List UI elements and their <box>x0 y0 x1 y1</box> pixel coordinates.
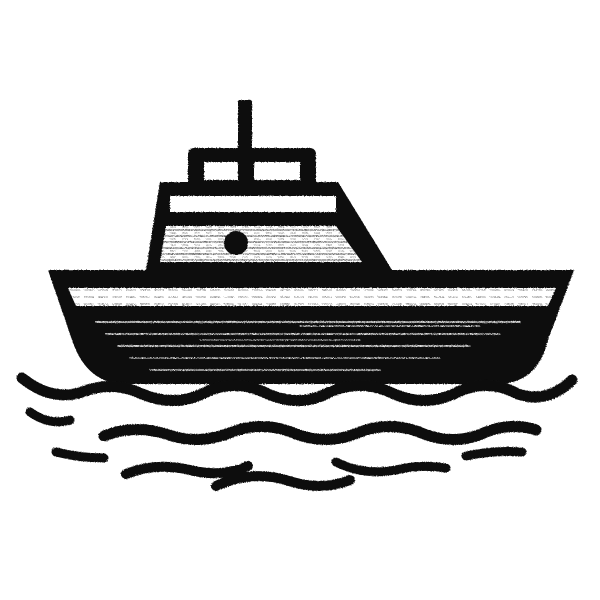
boat-icon <box>48 100 574 384</box>
hull-planking <box>95 321 521 371</box>
wave-line-5 <box>121 461 253 479</box>
porthole-icon <box>224 231 248 255</box>
wave-line-2 <box>25 407 75 427</box>
wave-line-3 <box>98 420 542 446</box>
wave-line-7 <box>331 457 451 477</box>
hull <box>48 270 574 384</box>
wave-line-8 <box>461 447 527 461</box>
wave-line-4 <box>51 447 109 463</box>
wave-line-1 <box>16 372 578 407</box>
waves <box>16 372 578 491</box>
wave-line-6 <box>211 471 355 491</box>
main-cabin <box>146 182 392 270</box>
